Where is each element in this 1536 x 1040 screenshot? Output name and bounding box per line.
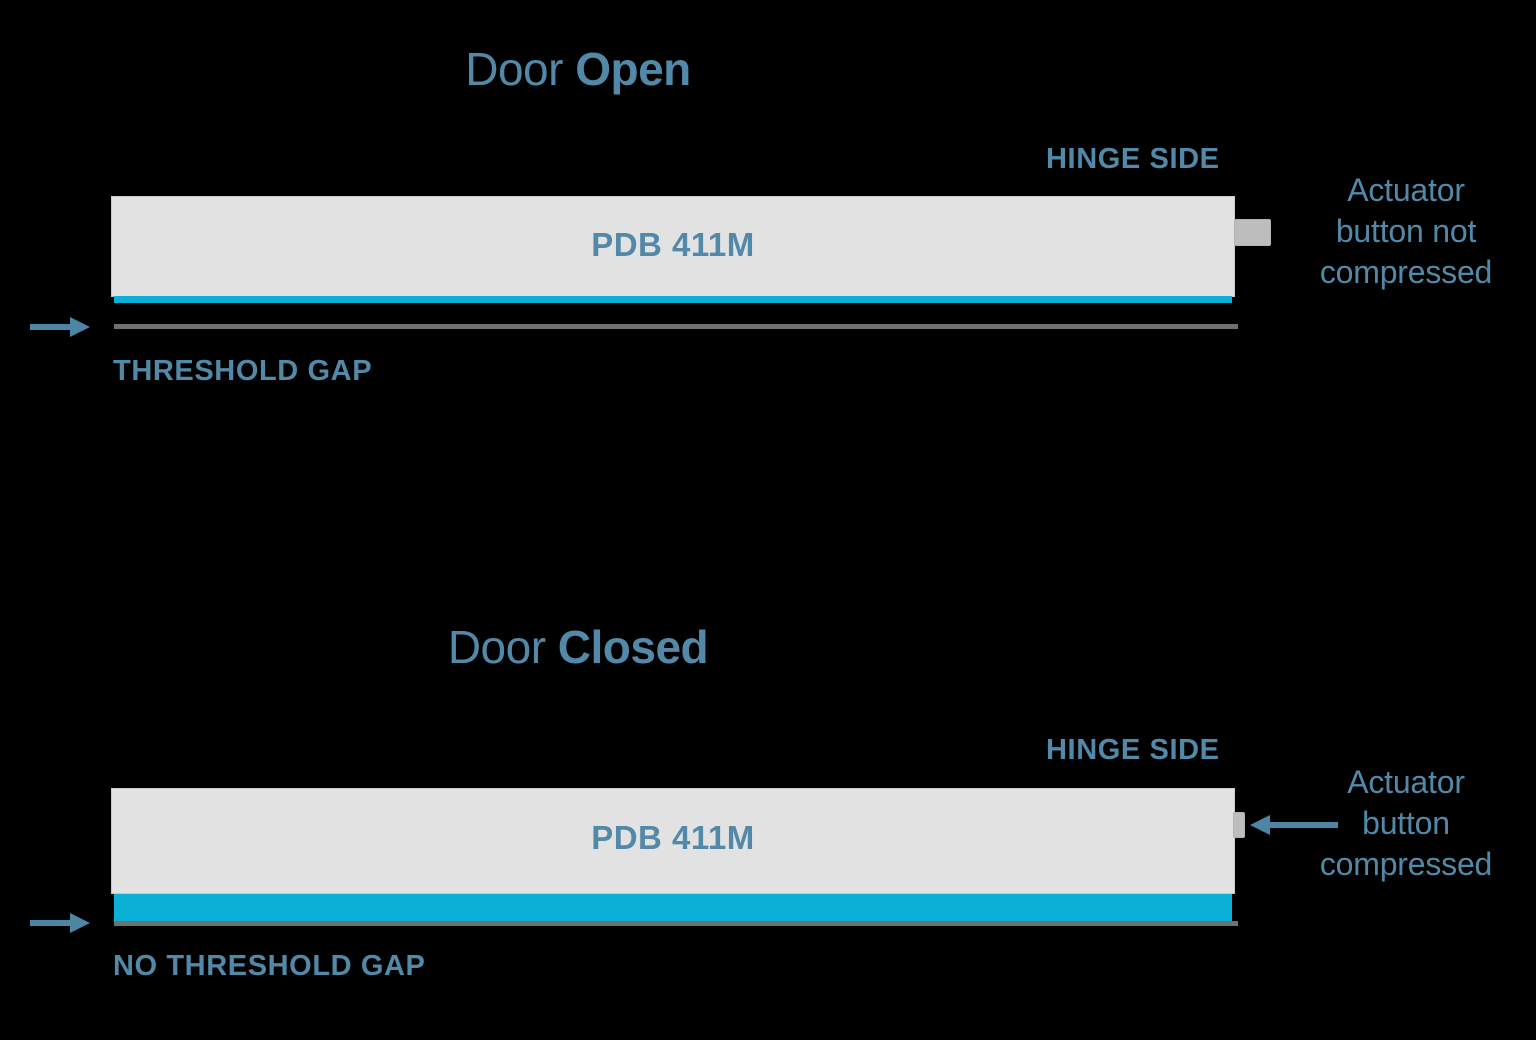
panel-title-open-normal: Door bbox=[465, 43, 576, 95]
no-threshold-gap-arrow bbox=[30, 908, 90, 938]
actuator-note-open-line-2: button not bbox=[1335, 212, 1477, 249]
actuator-note-closed-line-1: Actuator bbox=[1347, 764, 1465, 800]
actuator-compressed-arrow bbox=[1250, 810, 1338, 840]
door-seal-retracted bbox=[114, 296, 1232, 303]
door-product-label-closed: PDB 411M bbox=[591, 819, 755, 856]
door-seal-extended bbox=[114, 894, 1232, 922]
actuator-button-not-compressed bbox=[1234, 219, 1271, 246]
door-panel-open: PDB 411M bbox=[111, 196, 1235, 297]
panel-title-door-closed: Door Closed bbox=[0, 620, 1346, 674]
hinge-side-label-closed: HINGE SIDE bbox=[1046, 734, 1220, 766]
actuator-note-open-line-3: compressed bbox=[1319, 253, 1493, 290]
actuator-note-open-line-1: Actuator bbox=[1347, 172, 1465, 208]
no-threshold-gap-label: NO THRESHOLD GAP bbox=[113, 950, 426, 982]
actuator-note-closed-line-3: compressed bbox=[1319, 845, 1493, 882]
floor-line-closed bbox=[114, 921, 1238, 926]
door-panel-closed: PDB 411M bbox=[111, 788, 1235, 894]
threshold-gap-arrow-open bbox=[30, 312, 90, 342]
panel-title-closed-normal: Door bbox=[447, 621, 558, 673]
actuator-note-closed-line-2: button bbox=[1362, 804, 1450, 841]
floor-line-open bbox=[114, 324, 1238, 329]
panel-title-door-open: Door Open bbox=[0, 42, 1346, 96]
actuator-note-open: Actuator button not compressed bbox=[1281, 170, 1531, 293]
threshold-gap-label-open: THRESHOLD GAP bbox=[113, 355, 373, 387]
panel-title-open-strong: Open bbox=[575, 43, 691, 95]
hinge-side-label-open: HINGE SIDE bbox=[1046, 143, 1220, 175]
door-product-label-open: PDB 411M bbox=[591, 226, 755, 263]
panel-title-closed-strong: Closed bbox=[557, 621, 709, 673]
actuator-button-compressed bbox=[1233, 812, 1245, 838]
actuator-note-closed: Actuator button compressed bbox=[1281, 762, 1531, 885]
